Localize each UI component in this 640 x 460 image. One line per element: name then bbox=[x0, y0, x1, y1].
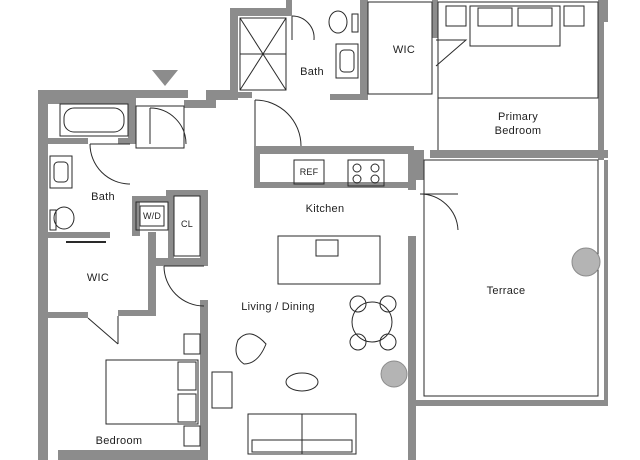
room-label-living-dining: Living / Dining bbox=[241, 301, 315, 313]
room-label-primary-bedroom-line1: Primary bbox=[498, 111, 538, 123]
room-label-kitchen: Kitchen bbox=[305, 203, 345, 215]
fixture-label-refrigerator: REF bbox=[299, 167, 319, 177]
room-label-bath-top: Bath bbox=[300, 66, 324, 78]
room-label-primary-bedroom-line2: Bedroom bbox=[494, 125, 542, 137]
fixture-label-washer-dryer: W/D bbox=[142, 211, 162, 221]
filled-features bbox=[380, 247, 601, 388]
room-label-bedroom: Bedroom bbox=[95, 435, 143, 447]
fixture-label-closet: CL bbox=[181, 219, 193, 229]
fixtures bbox=[49, 10, 397, 351]
room-label-bath-left: Bath bbox=[91, 191, 115, 203]
room-label-terrace: Terrace bbox=[486, 285, 526, 297]
room-label-wic-left: WIC bbox=[86, 272, 110, 284]
room-label-wic-top: WIC bbox=[392, 44, 416, 56]
walls bbox=[38, 0, 608, 460]
room-outlines bbox=[49, 1, 599, 455]
entry-marker-icon bbox=[152, 70, 178, 86]
